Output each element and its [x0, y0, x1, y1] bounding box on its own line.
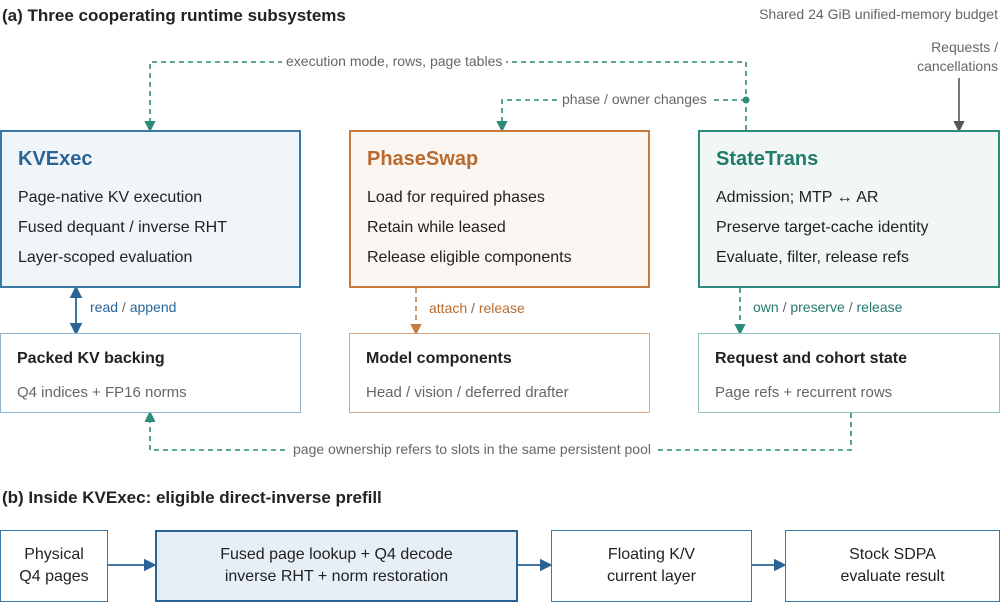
- panel-b-title: (b) Inside KVExec: eligible direct-inver…: [2, 488, 382, 507]
- statetrans-box: StateTrans Admission; MTP ↔ AR Preserve …: [698, 130, 1000, 288]
- requests-label-line1: Requests /: [931, 39, 998, 55]
- kvexec-box: KVExec Page-native KV execution Fused de…: [0, 130, 301, 288]
- flow-step-stock-sdpa: Stock SDPA evaluate result: [785, 530, 1000, 602]
- flow-step-4-line2: evaluate result: [840, 568, 945, 585]
- edge-label-release-refs: release: [856, 299, 903, 315]
- flow-step-fused-lookup-decode: Fused page lookup + Q4 decode inverse RH…: [155, 530, 518, 602]
- flow-step-4-line1: Stock SDPA: [849, 546, 936, 563]
- edge-label-page-ownership: page ownership refers to slots in the sa…: [289, 441, 655, 457]
- phaseswap-line-1: Load for required phases: [367, 189, 545, 206]
- edge-label-own: own: [753, 299, 779, 315]
- edge-label-read: read: [90, 299, 119, 315]
- kvexec-line-1: Page-native KV execution: [18, 189, 203, 206]
- edge-label-release: release: [478, 300, 525, 316]
- phaseswap-line-3: Release eligible components: [367, 249, 572, 266]
- memory-budget-note: Shared 24 GiB unified-memory budget: [759, 6, 998, 22]
- flow-step-2-line2: inverse RHT + norm restoration: [224, 568, 449, 585]
- edge-label-attach-release: attach / release: [429, 300, 525, 316]
- edge-label-append: append: [129, 299, 177, 315]
- edge-label-own-preserve-release: own / preserve / release: [753, 299, 903, 315]
- phaseswap-title: PhaseSwap: [367, 148, 479, 170]
- flow-step-3-line2: current layer: [607, 568, 696, 585]
- edge-label-preserve: preserve: [790, 299, 845, 315]
- flow-step-1-line2: Q4 pages: [19, 568, 89, 585]
- flow-step-3-line1: Floating K/V: [607, 546, 696, 563]
- edge-label-attach: attach: [429, 300, 468, 316]
- edge-label-phase-owner: phase / owner changes: [558, 91, 711, 107]
- statetrans-line-2: Preserve target-cache identity: [716, 219, 929, 236]
- kvexec-title: KVExec: [18, 148, 93, 170]
- edge-label-read-append: read / append: [90, 299, 177, 315]
- statetrans-title: StateTrans: [716, 148, 819, 170]
- request-cohort-state-desc: Page refs + recurrent rows: [715, 384, 893, 401]
- phaseswap-box: PhaseSwap Load for required phases Retai…: [349, 130, 650, 288]
- model-components-title: Model components: [366, 350, 512, 367]
- request-cohort-state-title: Request and cohort state: [715, 350, 908, 367]
- phaseswap-line-2: Retain while leased: [367, 219, 506, 236]
- flow-step-2-line1: Fused page lookup + Q4 decode: [220, 546, 453, 563]
- statetrans-line-3: Evaluate, filter, release refs: [716, 249, 909, 266]
- kvexec-line-3: Layer-scoped evaluation: [18, 249, 193, 266]
- flow-step-1-line1: Physical: [24, 546, 84, 563]
- model-components-desc: Head / vision / deferred drafter: [366, 384, 569, 401]
- edge-execution-mode: [144, 61, 747, 133]
- packed-kv-backing-desc: Q4 indices + FP16 norms: [17, 384, 187, 401]
- edge-label-execution-mode: execution mode, rows, page tables: [282, 53, 507, 69]
- flow-step-floating-kv: Floating K/V current layer: [551, 530, 752, 602]
- kvexec-line-2: Fused dequant / inverse RHT: [18, 219, 227, 236]
- request-cohort-state-box: Request and cohort state Page refs + rec…: [698, 333, 1000, 413]
- junction-dot: [742, 96, 750, 104]
- model-components-box: Model components Head / vision / deferre…: [349, 333, 650, 413]
- packed-kv-backing-box: Packed KV backing Q4 indices + FP16 norm…: [0, 333, 301, 413]
- panel-a-title: (a) Three cooperating runtime subsystems: [2, 6, 346, 25]
- statetrans-line-1: Admission; MTP ↔ AR: [716, 189, 879, 206]
- requests-label-line2: cancellations: [917, 58, 998, 74]
- packed-kv-backing-title: Packed KV backing: [17, 350, 165, 367]
- flow-step-physical-q4-pages: Physical Q4 pages: [0, 530, 108, 602]
- requests-label: Requests / cancellations: [917, 38, 998, 76]
